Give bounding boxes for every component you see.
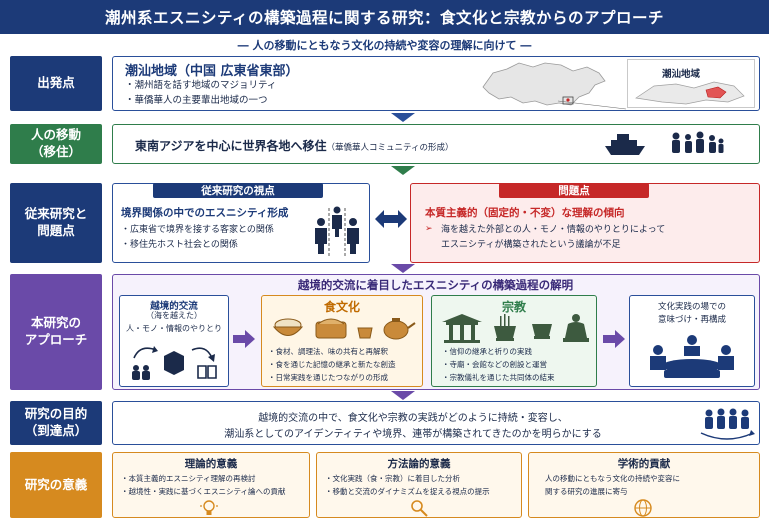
lightbulb-icon	[200, 500, 218, 515]
practice-line-1: 文化実践の場での	[657, 302, 726, 312]
exchange-sub: （海を越えた）	[146, 311, 202, 320]
prior-view-header: 従来研究の視点	[153, 183, 323, 198]
exchange-title: 越境的交流	[150, 301, 198, 312]
arrow-down-2	[391, 166, 415, 175]
approach-label: 本研究の アプローチ	[10, 274, 102, 390]
migration-text: 東南アジアを中心に世界各地へ移住	[135, 139, 327, 153]
prior-label-line2: 問題点	[37, 223, 75, 238]
family-icon	[672, 131, 724, 153]
religion-title: 宗教	[501, 300, 526, 314]
rice-bowl-icon	[272, 318, 304, 336]
practice-box: 文化実践の場での 意味づけ・再構成	[629, 295, 755, 387]
contribution-line-2: 関する研究の進展に寄与	[545, 487, 628, 496]
practice-line-2: 意味づけ・再構成	[657, 315, 726, 325]
approach-panel: 越境的交流に着目したエスニシティの構築過程の解明 越境的交流 （海を越えた） 人…	[112, 274, 760, 390]
china-map-icon	[482, 62, 606, 106]
migration-panel: 東南アジアを中心に世界各地へ移住（華僑華人コミュニティの形成）	[112, 124, 760, 164]
temple-icon	[442, 314, 482, 343]
magnifier-icon	[411, 500, 428, 517]
arrow-right-2	[603, 330, 625, 348]
ship-icon	[605, 134, 645, 155]
region-shape-icon	[635, 81, 745, 105]
theory-title: 理論的意義	[184, 458, 238, 470]
food-bullet-2: ・食を通じた記憶の継承と新たな創造	[268, 360, 396, 369]
region-inset-map: 潮汕地域	[627, 59, 755, 108]
ritual-vessel-icon	[532, 324, 552, 339]
goal-line-2: 潮汕系としてのアイデンティティや境界、連帯が構築されてきたのかを明らかにする	[224, 429, 602, 440]
migration-label-line1: 人の移動	[30, 127, 81, 143]
origin-bullet-1: ・潮州語を話す地域のマジョリティ	[125, 80, 277, 91]
migration-label: 人の移動 （移住）	[10, 124, 102, 164]
migration-label-line2: （移住）	[30, 144, 81, 159]
theory-line-2: ・越境性・実践に基づくエスニシティ論への貢献	[121, 487, 286, 496]
migration-note: （華僑華人コミュニティの形成）	[326, 143, 454, 153]
goal-label: 研究の目的 （到達点）	[10, 401, 102, 445]
contribution-line-1: 人の移動にともなう文化の持続や変容に	[545, 474, 680, 483]
page-subtitle: ― 人の移動にともなう文化の持続や変容の理解に向けて ―	[237, 39, 532, 52]
contribution-title: 学術的貢献	[617, 458, 671, 470]
problem-marker: ➢	[425, 224, 433, 234]
group-circle-icon	[700, 408, 755, 440]
buddha-statue-icon	[563, 314, 589, 342]
bidirectional-arrow-icon	[375, 210, 407, 228]
page-title: 潮州系エスニシティの構築過程に関する研究：食文化と宗教からのアプローチ	[0, 0, 769, 34]
inset-label: 潮汕地域	[662, 69, 701, 80]
goal-label-line1: 研究の目的	[24, 406, 88, 422]
prior-view-panel: 従来研究の視点 境界関係の中でのエスニシティ形成 ・広東省で境界を接する客家との…	[112, 183, 370, 263]
people-boundary-icon	[315, 206, 359, 256]
goal-line-1: 越境的交流の中で、食文化や宗教の実践がどのように持続・変容し、	[258, 413, 568, 424]
arrow-right-1	[233, 330, 255, 348]
map-connector	[558, 100, 627, 110]
problem-line-2: エスニシティが構築されたという議論が不足	[441, 240, 621, 250]
problem-heading: 本質主義的（固定的・不変）な理解の傾向	[425, 207, 625, 219]
arrow-down-4	[391, 391, 415, 400]
approach-label-line1: 本研究の	[30, 315, 81, 331]
exchange-text: 人・モノ・情報のやりとり	[126, 324, 222, 333]
method-line-1: ・文化実践（食・宗教）に着目した分析	[325, 474, 460, 483]
exchange-box: 越境的交流 （海を越えた） 人・モノ・情報のやりとり	[119, 295, 229, 387]
method-line-2: ・移動と交流のダイナミズムを捉える視点の提示	[325, 487, 490, 496]
theory-box: 理論的意義 ・本質主義的エスニシティ理解の再検討 ・越境性・実践に基づくエスニシ…	[112, 452, 310, 518]
food-bullet-3: ・日常実践を通じたつながりの形成	[268, 373, 388, 382]
approach-label-line2: アプローチ	[24, 332, 88, 347]
prior-view-bullet-2: ・移住先ホスト社会との関係	[121, 240, 238, 250]
prior-view-heading: 境界関係の中でのエスニシティ形成	[121, 207, 289, 219]
approach-banner: 越境的交流に着目したエスニシティの構築過程の解明	[297, 278, 574, 292]
method-title: 方法論的意義	[387, 458, 451, 470]
food-box: 食文化 ・食材、調理法、味の共有と再解釈 ・食を通じた記憶の継承と新たな創造 ・…	[261, 295, 423, 387]
problem-header: 問題点	[499, 183, 649, 198]
significance-label: 研究の意義	[10, 452, 102, 518]
religion-bullet-1: ・信仰の継承と祈りの実践	[442, 347, 532, 356]
problem-panel: 問題点 本質主義的（固定的・不変）な理解の傾向 ➢ 海を越えた外部との人・モノ・…	[410, 183, 760, 263]
meeting-table-icon	[650, 335, 734, 378]
prior-label-line1: 従来研究と	[24, 206, 88, 222]
prior-research-label: 従来研究と 問題点	[10, 183, 102, 263]
exchange-icon	[132, 346, 217, 380]
origin-heading: 潮汕地域（中国 広東省東部）	[125, 64, 299, 79]
arrow-down-3	[391, 264, 415, 273]
method-box: 方法論的意義 ・文化実践（食・宗教）に着目した分析 ・移動と交流のダイナミズムを…	[316, 452, 522, 518]
religion-bullet-2: ・寺廟・会館などの創設と運営	[442, 360, 547, 369]
globe-icon	[634, 499, 652, 517]
food-icons	[272, 318, 416, 340]
contribution-box: 学術的貢献 人の移動にともなう文化の持続や変容に 関する研究の進展に寄与	[528, 452, 760, 518]
food-bullet-1: ・食材、調理法、味の共有と再解釈	[268, 347, 388, 356]
religion-bullet-3: ・宗教儀礼を通じた共同体の結束	[442, 373, 555, 382]
arrow-down-1	[391, 113, 415, 122]
incense-burner-icon	[494, 314, 516, 341]
teapot-icon	[383, 318, 416, 340]
origin-bullet-2: ・華僑華人の主要輩出地域の一つ	[125, 95, 268, 106]
origin-label: 出発点	[10, 56, 102, 111]
food-title: 食文化	[323, 300, 360, 314]
religion-icons	[442, 314, 589, 343]
goal-panel: 越境的交流の中で、食文化や宗教の実践がどのように持続・変容し、 潮汕系としてのア…	[112, 401, 760, 445]
religion-box: 宗教 ・信仰の継承と祈りの実践 ・寺	[431, 295, 597, 387]
dumpling-steamer-icon	[315, 318, 347, 339]
prior-view-bullet-1: ・広東省で境界を接する客家との関係	[121, 225, 274, 235]
theory-line-1: ・本質主義的エスニシティ理解の再検討	[121, 474, 256, 483]
small-cup-icon	[357, 327, 373, 339]
origin-panel: 潮汕地域（中国 広東省東部） ・潮州語を話す地域のマジョリティ ・華僑華人の主要…	[112, 56, 760, 111]
problem-line-1: 海を越えた外部との人・モノ・情報のやりとりによって	[441, 225, 666, 235]
goal-label-line2: （到達点）	[24, 423, 88, 438]
